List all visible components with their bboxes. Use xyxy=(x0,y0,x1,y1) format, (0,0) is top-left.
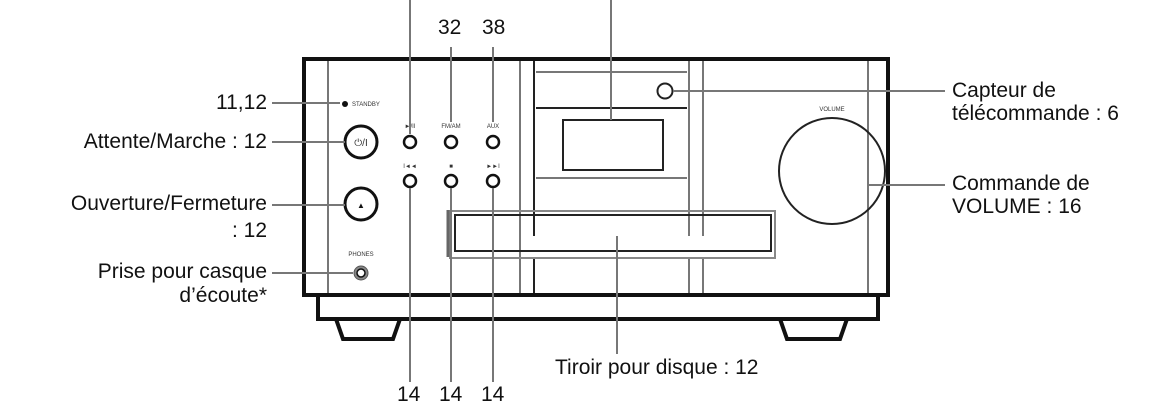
standby-indicator xyxy=(342,101,348,107)
eject-icon: ▲ xyxy=(357,201,365,210)
aux-button[interactable] xyxy=(485,134,501,150)
label-phones-1: Prise pour casque xyxy=(97,260,267,283)
label-stop-page: 14 xyxy=(439,383,463,406)
label-prev-page: 14 xyxy=(397,383,421,406)
label-open-close-2: : 12 xyxy=(231,219,267,242)
left-foot xyxy=(334,318,402,341)
prev-button[interactable] xyxy=(402,173,418,189)
fm-am-button[interactable] xyxy=(443,134,459,150)
standby-marking: STANDBY xyxy=(352,102,380,108)
label-phones-2: d’écoute* xyxy=(179,284,267,307)
display-window xyxy=(562,119,664,171)
label-disc-tray: Tiroir pour disque : 12 xyxy=(555,356,759,379)
disc-tray[interactable] xyxy=(454,214,772,252)
next-button[interactable] xyxy=(485,173,501,189)
fm-am-marking: FM/AM xyxy=(441,124,460,130)
volume-knob[interactable] xyxy=(778,117,886,225)
label-remote-sensor-2: télécommande : 6 xyxy=(952,102,1119,125)
label-next-page: 14 xyxy=(481,383,505,406)
label-power: Attente/Marche : 12 xyxy=(83,130,267,153)
label-fm-am-page: 32 xyxy=(438,16,462,39)
stop-marking: ■ xyxy=(449,164,453,170)
prev-marking: I◄◄ xyxy=(403,164,417,170)
right-foot xyxy=(778,318,849,341)
volume-marking: VOLUME xyxy=(819,107,844,113)
label-volume-2: VOLUME : 16 xyxy=(952,195,1082,218)
play-pause-button[interactable] xyxy=(402,134,418,150)
device-base xyxy=(316,293,880,321)
power-icon: ⏻/I xyxy=(354,138,367,149)
label-standby: 11,12 xyxy=(216,91,267,114)
phones-marking: PHONES xyxy=(348,252,373,258)
label-volume-1: Commande de xyxy=(952,172,1090,195)
next-marking: ►►I xyxy=(486,164,500,170)
label-remote-sensor-1: Capteur de xyxy=(952,79,1056,102)
label-open-close-1: Ouverture/Fermeture xyxy=(70,192,267,215)
stop-button[interactable] xyxy=(443,173,459,189)
label-aux-page: 38 xyxy=(482,16,506,39)
remote-sensor xyxy=(656,82,674,100)
aux-marking: AUX xyxy=(487,124,499,130)
